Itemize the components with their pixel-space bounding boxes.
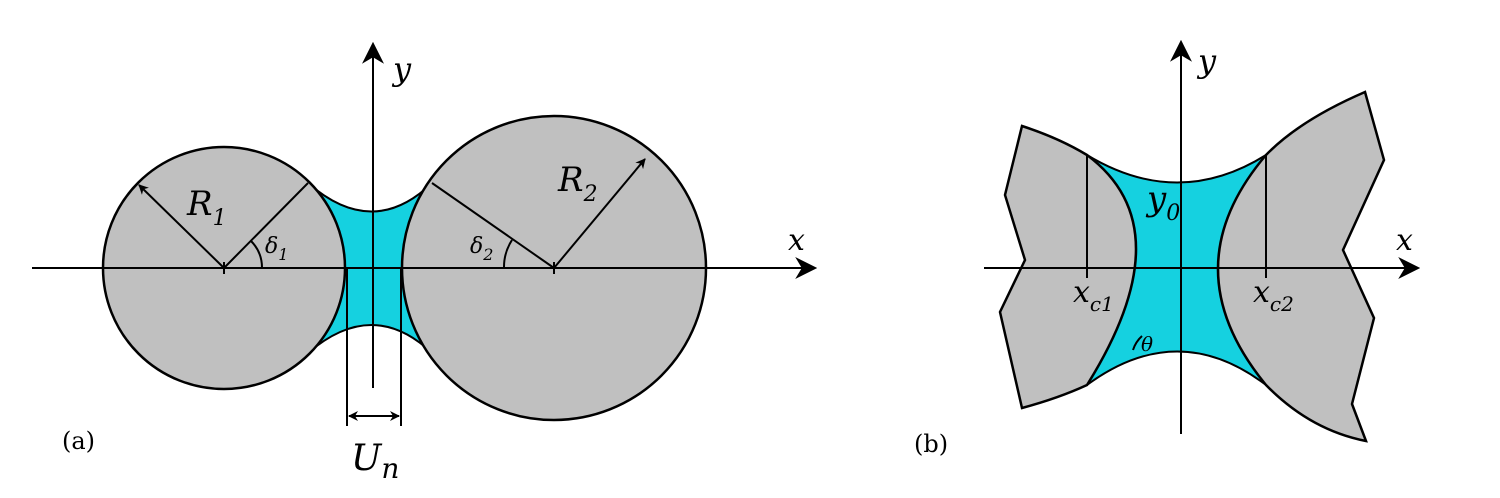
solid-right-b <box>1216 90 1386 443</box>
meniscus-top-a <box>307 182 433 213</box>
radius-arrow-1 <box>138 184 225 269</box>
y-label-a: y <box>391 50 412 88</box>
theta-arc <box>1132 335 1143 351</box>
y-label-b: y <box>1196 42 1217 80</box>
theta-label: θ <box>1141 332 1153 356</box>
xc1-label: xc1 <box>1073 275 1114 316</box>
panel-a: x y R1 R2 δ1 δ2 Un (a) <box>32 41 818 485</box>
y0-label: y0 <box>1145 179 1180 226</box>
xc2-label: xc2 <box>1253 275 1294 316</box>
caption-a: (a) <box>62 427 95 455</box>
contact-line-2 <box>431 182 555 269</box>
x-label-b: x <box>1396 223 1413 258</box>
panel-b: x y y0 xc1 xc2 θ (b) <box>914 39 1421 458</box>
un-label: Un <box>351 438 399 485</box>
contact-line-1 <box>223 182 309 269</box>
delta1-label: δ1 <box>265 234 288 264</box>
radius-arrow-2 <box>553 158 646 269</box>
meniscus-bottom-b <box>1086 350 1267 386</box>
meniscus-top-b <box>1086 154 1267 184</box>
meniscus-bottom-a <box>307 324 433 354</box>
x-label-a: x <box>788 223 805 258</box>
r1-label: R1 <box>186 184 227 231</box>
caption-b: (b) <box>914 430 948 458</box>
delta1-arc <box>250 240 264 269</box>
delta2-label: δ2 <box>470 234 493 264</box>
r2-label: R2 <box>557 160 598 207</box>
delta2-arc <box>502 239 513 269</box>
